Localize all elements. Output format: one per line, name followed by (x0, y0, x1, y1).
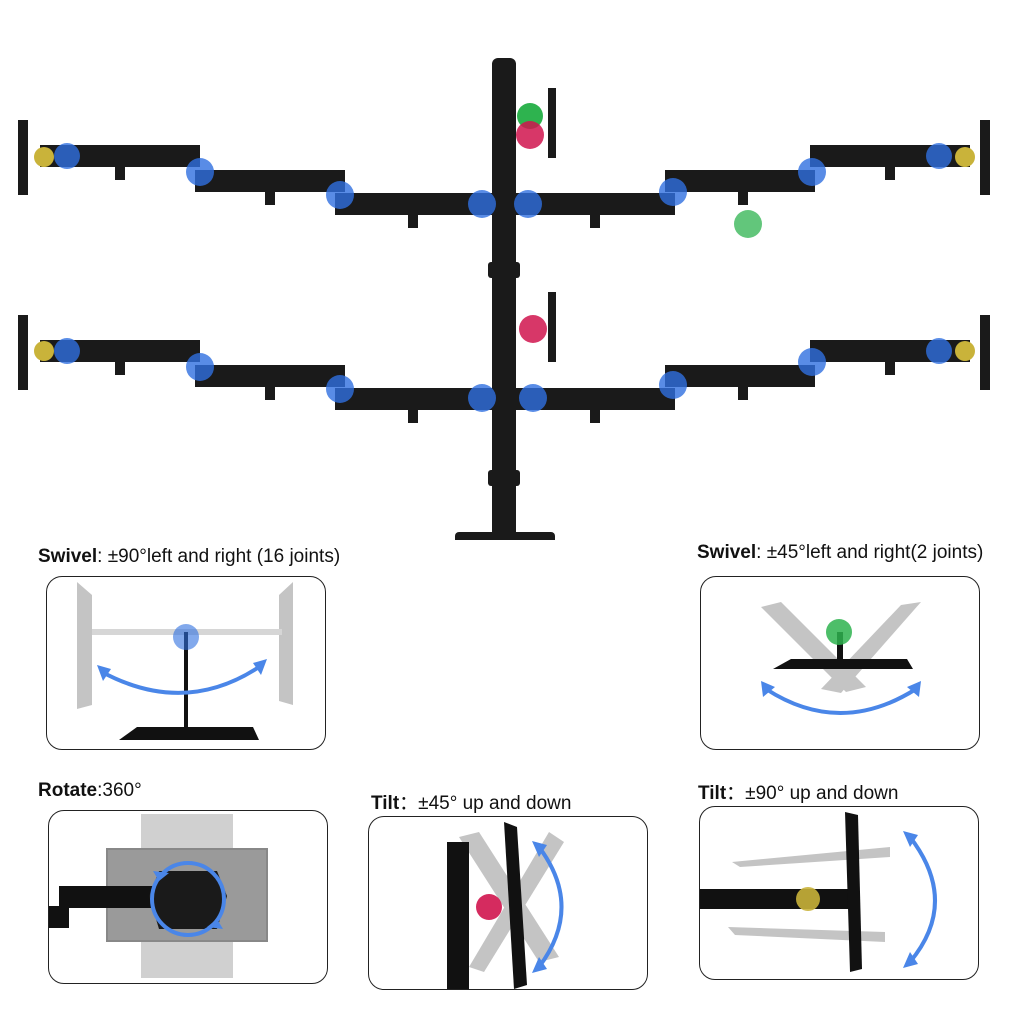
caption-title: Tilt (698, 783, 727, 804)
caption-tilt-45: Tilt：±45° up and down (371, 793, 572, 814)
caption-detail: 360° (102, 780, 142, 801)
center-pole (492, 58, 516, 540)
caption-title: Tilt (371, 793, 400, 814)
caption-title: Rotate (38, 780, 98, 801)
swivel-16-diagram (77, 582, 293, 740)
tilt-45-diagram (447, 822, 564, 989)
caption-detail: ±90°left and right (16 joints) (107, 546, 341, 567)
caption-swivel-16: Swivel: ±90°left and right (16 joints) (38, 546, 341, 567)
panel-swivel-2 (700, 576, 980, 750)
desk-clamp (455, 532, 555, 540)
monitor-mount-illustration (18, 58, 990, 540)
tilt-joint-red (516, 121, 544, 149)
tilt-joint-red-2 (519, 315, 547, 343)
caption-detail: ±45°left and right(2 joints) (766, 542, 984, 563)
panel-tilt-90 (699, 806, 979, 980)
vesa-plates (18, 88, 990, 390)
caption-title: Swivel (697, 542, 757, 563)
rotate-diagram (49, 814, 268, 978)
caption-tilt-90: Tilt：±90° up and down (698, 783, 899, 804)
top-joint-green (517, 103, 543, 129)
swivel-2-diagram (761, 602, 921, 715)
swivel-joints (54, 143, 952, 412)
panel-swivel-16 (46, 576, 326, 750)
caption-detail: ±90° up and down (745, 783, 899, 804)
caption-detail: ±45° up and down (418, 793, 572, 814)
top-joint-green-2 (734, 210, 762, 238)
caption-rotate: Rotate:360° (38, 780, 142, 801)
caption-title: Swivel (38, 546, 98, 567)
panel-rotate (48, 810, 328, 984)
end-joints (34, 147, 975, 361)
tilt-90-diagram (700, 812, 937, 972)
caption-swivel-2: Swivel: ±45°left and right(2 joints) (697, 542, 984, 563)
panel-tilt-45 (368, 816, 648, 990)
